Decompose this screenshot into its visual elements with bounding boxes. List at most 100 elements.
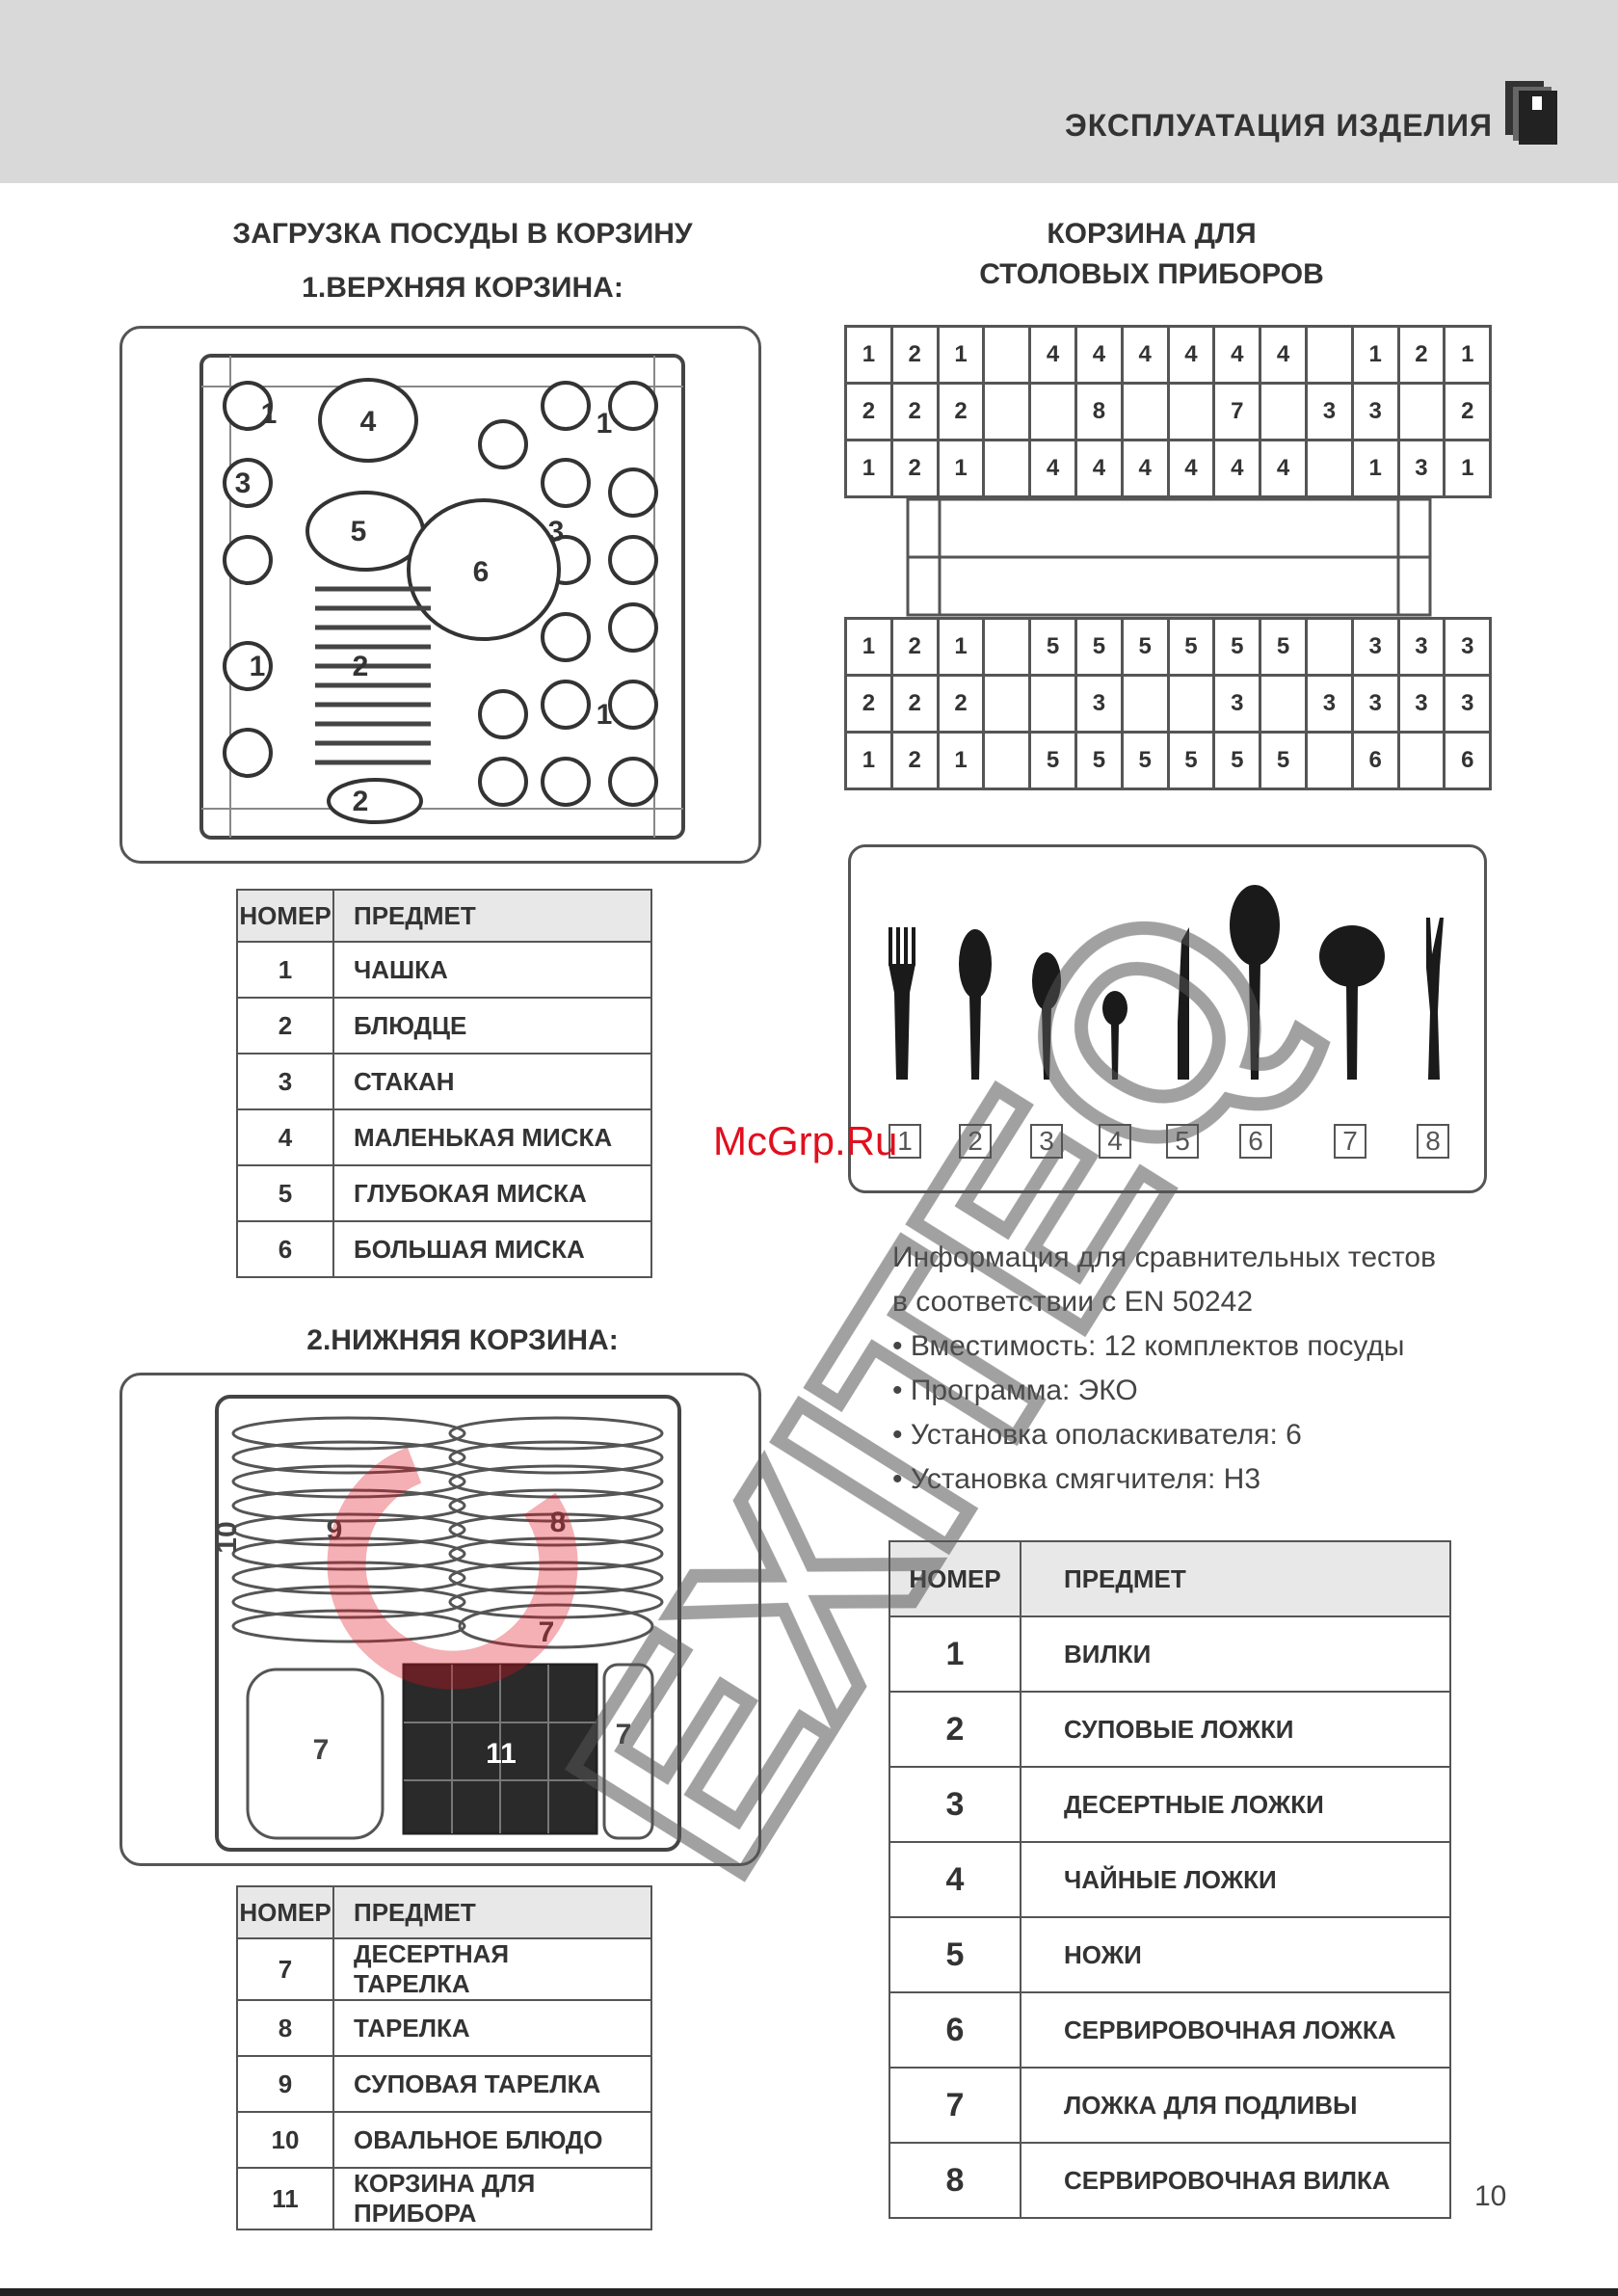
grid-cell: 3: [1212, 674, 1262, 734]
dessert-spoon-icon: [1032, 952, 1061, 1080]
grid-cell: 1: [844, 617, 893, 677]
upper-basket-title: 1.ВЕРХНЯЯ КОРЗИНА:: [302, 272, 623, 304]
grid-cell: 5: [1259, 617, 1308, 677]
info-bullet: • Вместимость: 12 комплектов посуды: [892, 1330, 1405, 1362]
table-header-item: ПРЕДМЕТ: [1020, 1540, 1451, 1617]
grid-cell: 4: [1166, 439, 1216, 498]
cutlery-number: 5: [1166, 1124, 1199, 1159]
grid-cell: [982, 382, 1032, 441]
lower-basket-drawing: 10 9 8 7 7 11 7: [211, 1395, 681, 1852]
row-number: 2: [236, 997, 334, 1055]
grid-cell: 4: [1028, 325, 1077, 385]
row-number: 7: [236, 1937, 334, 2001]
grid-cell: 1: [936, 439, 986, 498]
row-number: 7: [889, 2067, 1021, 2144]
row-number: 5: [889, 1916, 1021, 1993]
grid-cell: [1396, 382, 1446, 441]
grid-cell: 1: [844, 731, 893, 790]
table-header-number: НОМЕР: [889, 1540, 1021, 1617]
grid-cell: 5: [1120, 617, 1170, 677]
grid-cell: 2: [844, 382, 893, 441]
grid-cell: [1304, 731, 1354, 790]
lower-label: 7: [616, 1719, 632, 1750]
row-item: ГЛУБОКАЯ МИСКА: [332, 1164, 652, 1222]
watermark-site: McGrp.Ru: [713, 1118, 898, 1163]
row-item: ДЕСЕРТНЫЕ ЛОЖКИ: [1020, 1766, 1451, 1843]
grid-cell: 2: [889, 674, 940, 734]
grid-cell: 4: [1120, 439, 1170, 498]
grid-cell: 1: [1350, 439, 1400, 498]
upper-label: 1: [597, 408, 613, 440]
grid-cell: 3: [1396, 617, 1446, 677]
lower-label: 9: [327, 1514, 343, 1546]
info-line: в соответствии с EN 50242: [892, 1286, 1254, 1318]
grid-cell: 5: [1120, 731, 1170, 790]
lower-basket-title: 2.НИЖНЯЯ КОРЗИНА:: [306, 1324, 619, 1356]
row-item: СУПОВАЯ ТАРЕЛКА: [332, 2055, 652, 2113]
gravy-ladle-icon: [1319, 925, 1385, 1080]
table-header-item: ПРЕДМЕТ: [332, 1885, 652, 1939]
row-item: ЛОЖКА ДЛЯ ПОДЛИВЫ: [1020, 2067, 1451, 2144]
cutlery-number: 7: [1334, 1124, 1366, 1159]
grid-cell: 4: [1166, 325, 1216, 385]
grid-cell: 2: [844, 674, 893, 734]
upper-label: 4: [360, 406, 377, 438]
row-number: 3: [236, 1053, 334, 1110]
info-line: Информация для сравнительных тестов: [892, 1241, 1437, 1273]
grid-cell: 5: [1028, 731, 1077, 790]
grid-cell: [1120, 674, 1170, 734]
grid-cell: 1: [1443, 439, 1493, 498]
row-number: 8: [889, 2142, 1021, 2219]
grid-cell: [982, 325, 1032, 385]
grid-cell: [1166, 382, 1216, 441]
grid-cell: 2: [1443, 382, 1493, 441]
grid-cell: [982, 617, 1032, 677]
upper-label: 6: [473, 556, 490, 588]
upper-label: 5: [351, 516, 367, 547]
grid-cell: 5: [1074, 731, 1124, 790]
grid-cell: 2: [936, 382, 986, 441]
grid-cell: [1259, 382, 1308, 441]
row-number: 11: [236, 2167, 334, 2230]
page-section-title: ЭКСПЛУАТАЦИЯ ИЗДЕЛИЯ: [1065, 108, 1493, 143]
row-item: ВИЛКИ: [1020, 1615, 1451, 1693]
grid-cell: 5: [1028, 617, 1077, 677]
grid-cell: [1259, 674, 1308, 734]
grid-cell: 4: [1259, 439, 1308, 498]
fork-icon: [889, 927, 915, 1080]
grid-cell: 2: [1396, 325, 1446, 385]
grid-cell: 4: [1212, 325, 1262, 385]
row-item: МАЛЕНЬКАЯ МИСКА: [332, 1108, 652, 1166]
teaspoon-icon: [1102, 991, 1127, 1080]
book-icon: [1505, 81, 1557, 145]
serving-fork-icon: [1426, 918, 1444, 1080]
cutlery-number: 8: [1417, 1124, 1449, 1159]
table-header-number: НОМЕР: [236, 889, 334, 943]
grid-cell: 3: [1350, 674, 1400, 734]
row-number: 9: [236, 2055, 334, 2113]
grid-cell: 2: [889, 617, 940, 677]
grid-cell: 5: [1074, 617, 1124, 677]
row-number: 8: [236, 1999, 334, 2057]
cutlery-basket-title: КОРЗИНА ДЛЯ: [1047, 218, 1257, 250]
grid-cell: 3: [1350, 382, 1400, 441]
cutlery-number: 1: [889, 1124, 921, 1159]
grid-cell: 3: [1443, 674, 1493, 734]
grid-cell: 2: [889, 325, 940, 385]
row-item: СЕРВИРОВОЧНАЯ ЛОЖКА: [1020, 1991, 1451, 2069]
upper-section-title: ЗАГРУЗКА ПОСУДЫ В КОРЗИНУ: [232, 218, 693, 250]
knife-icon: [1178, 927, 1189, 1080]
